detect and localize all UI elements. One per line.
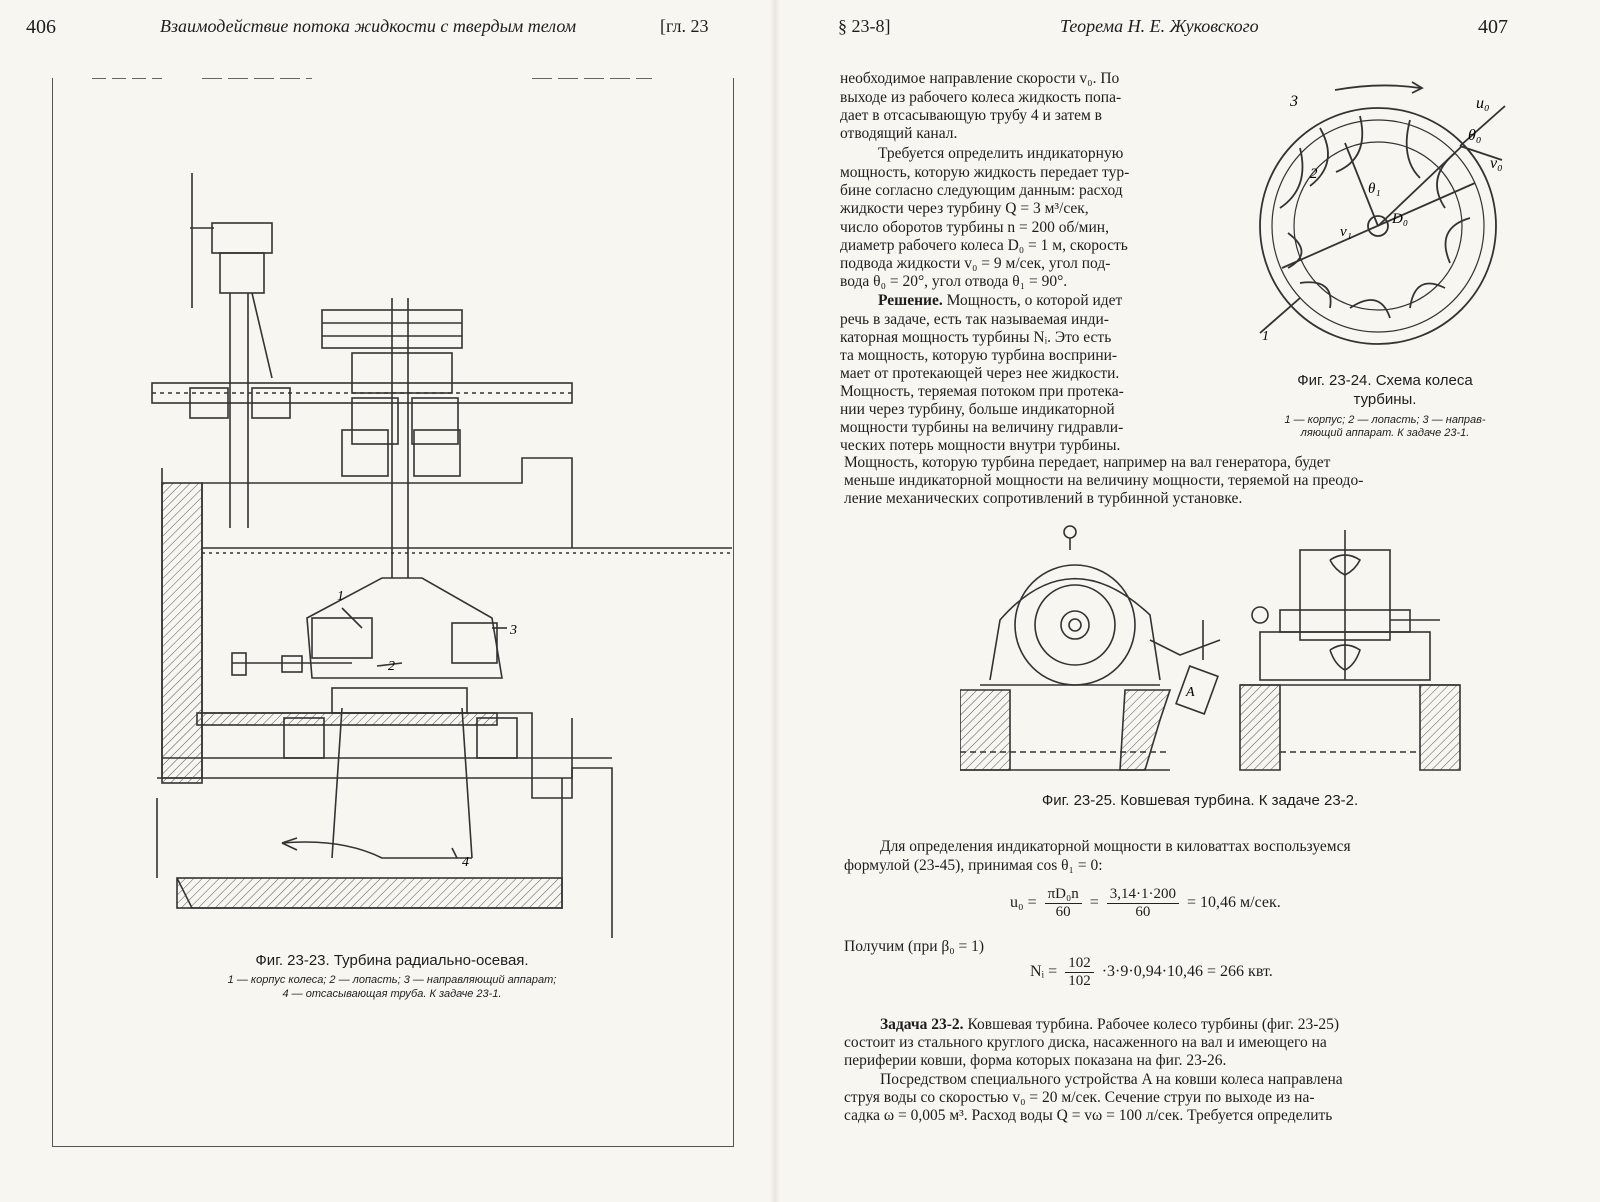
- fig-label-1: 1: [337, 589, 344, 604]
- task-line: периферии ковши, форма которых показана …: [844, 1052, 1227, 1069]
- figure-23-24-drawing: 3 u₀ θ₀ v₀ 2 θ₁ v₁ D₀ 1: [1259, 81, 1506, 345]
- figure-23-24-legend-line2: ляющий аппарат. К задаче 23-1.: [1300, 427, 1470, 439]
- text-line: ческих потерь мощности внутри турбины.: [840, 437, 1121, 454]
- text-span: Мощность, о которой идет: [942, 292, 1123, 309]
- text-line: дает в отсасывающую трубу 4 и затем в: [840, 107, 1102, 124]
- figure-23-23-legend-line2: 4 — отсасывающая труба. К задаче 23-1.: [282, 988, 502, 1000]
- solution-get-line: Получим (при β₀ = 1): [844, 938, 985, 955]
- text-line: бине согласно следующим данным: расход: [840, 182, 1123, 199]
- fig24-label-theta0: θ₀: [1468, 127, 1481, 144]
- solution-intro-line1: Для определения индикаторной мощности в …: [880, 838, 1351, 855]
- section-ref: § 23-8]: [838, 16, 891, 36]
- formula-ni-frac-num: 102: [1065, 955, 1094, 973]
- task-line: садка ω = 0,005 м³. Расход воды Q = vω =…: [844, 1107, 1333, 1124]
- running-head-right: Теорема Н. Е. Жуковского: [1060, 16, 1259, 36]
- figure-23-25-drawing: A: [960, 525, 1461, 771]
- text-line: отводящий канал.: [840, 125, 958, 142]
- fig24-label-theta1: θ₁: [1368, 181, 1381, 197]
- text-line: число оборотов турбины n = 200 об/мин,: [840, 219, 1109, 236]
- figure-23-23-legend-line1: 1 — корпус колеса; 2 — лопасть; 3 — напр…: [227, 974, 557, 986]
- fig24-label-v1: v₁: [1340, 224, 1352, 240]
- fig24-label-v0: v₀: [1490, 155, 1503, 172]
- formula-u0-rhs: = 10,46 м/сек.: [1187, 894, 1281, 912]
- text-line-solution: Решение. Мощность, о которой идет: [878, 292, 1122, 310]
- formula-ni-lhs: Nᵢ =: [1030, 963, 1058, 981]
- formula-u0-eq: =: [1089, 894, 1099, 912]
- fig-label-4: 4: [462, 855, 469, 870]
- solution-intro-line2: формулой (23-45), принимая cos θ₁ = 0:: [844, 857, 1103, 874]
- formula-ni-frac: 102 102: [1065, 955, 1094, 990]
- formula-u0-frac1-den: 60: [1055, 904, 1071, 920]
- formula-u0-frac2-den: 60: [1135, 904, 1151, 920]
- fig24-label-3: 3: [1289, 93, 1298, 110]
- task-title: Задача 23-2.: [880, 1016, 964, 1033]
- fig25-label-a: A: [1185, 685, 1195, 700]
- fig-label-2: 2: [388, 659, 395, 674]
- figure-23-23-caption: Фиг. 23-23. Турбина радиально-осевая.: [255, 952, 529, 969]
- text-line: мощности турбины на величину гидравли-: [840, 419, 1124, 436]
- formula-u0: u₀ = πD₀n 60 = 3,14·1·200 60 = 10,46 м/с…: [1010, 886, 1281, 921]
- figure-23-24-caption-line2: турбины.: [1353, 391, 1417, 408]
- text-line: необходимое направление скорости v₀. По: [840, 70, 1120, 87]
- task-line: состоит из стального круглого диска, нас…: [844, 1034, 1327, 1051]
- formula-u0-frac2: 3,14·1·200 60: [1106, 886, 1180, 921]
- text-line: Требуется определить индикаторную: [878, 145, 1124, 162]
- formula-u0-frac1-num: πD₀n: [1044, 886, 1082, 904]
- page-number-right: 407: [1478, 16, 1508, 38]
- solution-heading: Решение.: [878, 292, 943, 309]
- text-line: выходе из рабочего колеса жидкость попа-: [840, 89, 1122, 106]
- text-line: речь в задаче, есть так называемая инди-: [840, 311, 1109, 328]
- task-line: струя воды со скоростью v₀ = 20 м/сек. С…: [844, 1089, 1315, 1106]
- chapter-ref: [гл. 23: [660, 16, 709, 36]
- book-spine: [770, 0, 780, 1202]
- formula-ni-rhs: ·3·9·0,94·10,46 = 266 квт.: [1101, 963, 1273, 981]
- text-line: мает от протекающей через нее жидкости.: [840, 365, 1120, 382]
- fig24-label-D0: D₀: [1391, 211, 1408, 227]
- figure-23-24-legend-line1: 1 — корпус; 2 — лопасть; 3 — направ-: [1284, 414, 1486, 426]
- figure-23-24-caption-line1: Фиг. 23-24. Схема колеса: [1297, 372, 1473, 389]
- formula-u0-frac1: πD₀n 60: [1044, 886, 1082, 921]
- text-line: Мощность, теряемая потоком при протека-: [840, 383, 1124, 400]
- task-line: Посредством специального устройства A на…: [880, 1071, 1343, 1088]
- figure-23-23-drawing: 1 2 3 4: [92, 78, 732, 938]
- task-line-1: Задача 23-2. Ковшевая турбина. Рабочее к…: [880, 1016, 1339, 1034]
- text-line: диаметр рабочего колеса D₀ = 1 м, скорос…: [840, 237, 1128, 254]
- text-line: мощность, которую жидкость передает тур-: [840, 164, 1130, 181]
- task-text: Ковшевая турбина. Рабочее колесо турбины…: [963, 1016, 1340, 1033]
- figure-23-23-frame: [52, 78, 734, 1147]
- fig24-label-1: 1: [1262, 329, 1269, 344]
- formula-u0-lhs: u₀ =: [1010, 894, 1037, 912]
- formula-u0-frac2-num: 3,14·1·200: [1106, 886, 1180, 904]
- fig-label-3: 3: [509, 623, 517, 638]
- text-line: каторная мощность турбины Nᵢ. Это есть: [840, 329, 1112, 346]
- page-number-left: 406: [26, 16, 56, 38]
- body-line: меньше индикаторной мощности на величину…: [844, 472, 1364, 489]
- text-line: вода θ₀ = 20°, угол отвода θ₁ = 90°.: [840, 273, 1068, 290]
- fig24-label-u0: u₀: [1476, 95, 1490, 112]
- text-line: нии через турбину, больше индикаторной: [840, 401, 1115, 418]
- formula-ni-frac-den: 102: [1068, 973, 1091, 989]
- body-line: ление механических сопротивлений в турби…: [844, 490, 1243, 507]
- text-line: жидкости через турбину Q = 3 м³/сек,: [840, 200, 1089, 217]
- body-line: Мощность, которую турбина передает, напр…: [844, 454, 1331, 471]
- figure-23-25-caption: Фиг. 23-25. Ковшевая турбина. К задаче 2…: [1041, 792, 1359, 809]
- running-head-left: Взаимодействие потока жидкости с твердым…: [160, 16, 577, 36]
- left-page: 406 Взаимодействие потока жидкости с тве…: [0, 0, 760, 1202]
- text-line: та мощность, которую турбина восприни-: [840, 347, 1118, 364]
- right-page: § 23-8] Теорема Н. Е. Жуковского 407 нео…: [790, 0, 1600, 1202]
- fig24-label-2: 2: [1310, 166, 1318, 182]
- formula-ni: Nᵢ = 102 102 ·3·9·0,94·10,46 = 266 квт.: [1030, 955, 1273, 990]
- text-line: подвода жидкости v₀ = 9 м/сек, угол под-: [840, 255, 1111, 272]
